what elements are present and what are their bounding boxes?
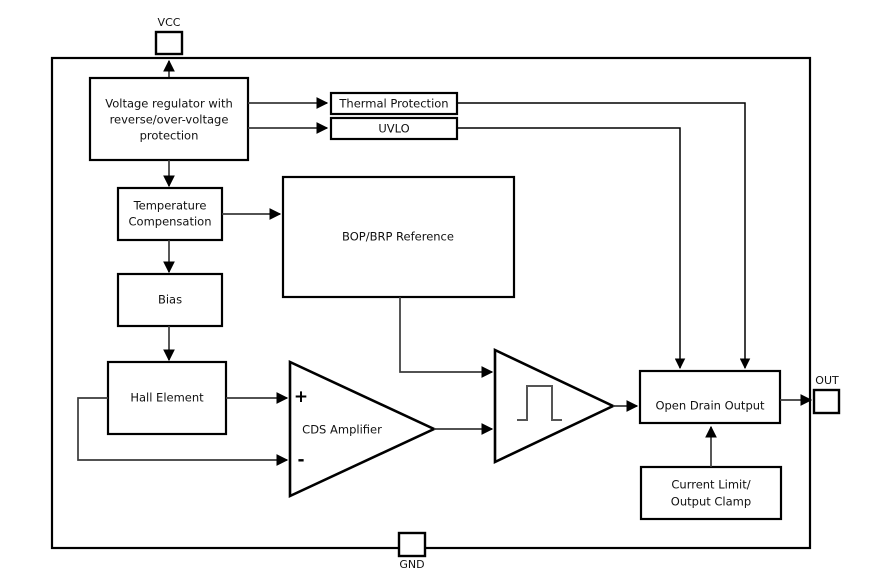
open-drain-output-label: Open Drain Output (655, 399, 765, 413)
hysteresis-icon-2 (527, 385, 562, 421)
bias-label: Bias (158, 293, 182, 307)
voltage-regulator-label-2: reverse/over-voltage (110, 113, 229, 127)
block-voltage-regulator[interactable] (88, 76, 250, 162)
hall-element-label: Hall Element (130, 391, 204, 405)
pin-gnd-label: GND (399, 558, 424, 571)
pin-gnd[interactable] (397, 531, 427, 558)
wire-hall-to-amp-minus (77, 397, 289, 466)
block-open-drain-output[interactable] (638, 369, 782, 425)
pin-vcc-label: VCC (158, 16, 181, 29)
current-limit-label-2: Output Clamp (671, 495, 751, 509)
block-current-limit[interactable] (639, 465, 783, 521)
bop-brp-reference-label: BOP/BRP Reference (342, 230, 454, 244)
cds-amplifier-label: CDS Amplifier (302, 423, 382, 437)
current-limit-label-1: Current Limit/ (671, 478, 750, 492)
pin-out[interactable] (812, 388, 841, 415)
block-cds-amplifier[interactable] (288, 359, 438, 499)
temperature-compensation-label-2: Compensation (129, 215, 212, 229)
pin-out-label: OUT (815, 374, 839, 387)
block-hall-element[interactable] (106, 360, 228, 436)
uvlo-label: UVLO (378, 122, 409, 136)
voltage-regulator-label-3: protection (140, 129, 199, 143)
cds-amplifier-minus-label: - (297, 450, 304, 470)
block-bop-brp-reference[interactable] (281, 175, 516, 299)
block-bias[interactable] (116, 272, 224, 328)
temperature-compensation-label-1: Temperature (133, 199, 207, 213)
wire-uvlo-to-output (457, 127, 686, 370)
pin-vcc[interactable] (154, 30, 184, 56)
block-schmitt-trigger[interactable] (493, 347, 617, 465)
thermal-protection-label: Thermal Protection (338, 97, 448, 111)
ic-boundary (50, 56, 812, 550)
voltage-regulator-label-1: Voltage regulator with (105, 97, 233, 111)
wire-reference-to-schmitt (399, 297, 494, 378)
wire-thermal-to-output (457, 102, 751, 370)
cds-amplifier-plus-label: + (294, 387, 308, 407)
block-temperature-compensation[interactable] (116, 186, 224, 242)
